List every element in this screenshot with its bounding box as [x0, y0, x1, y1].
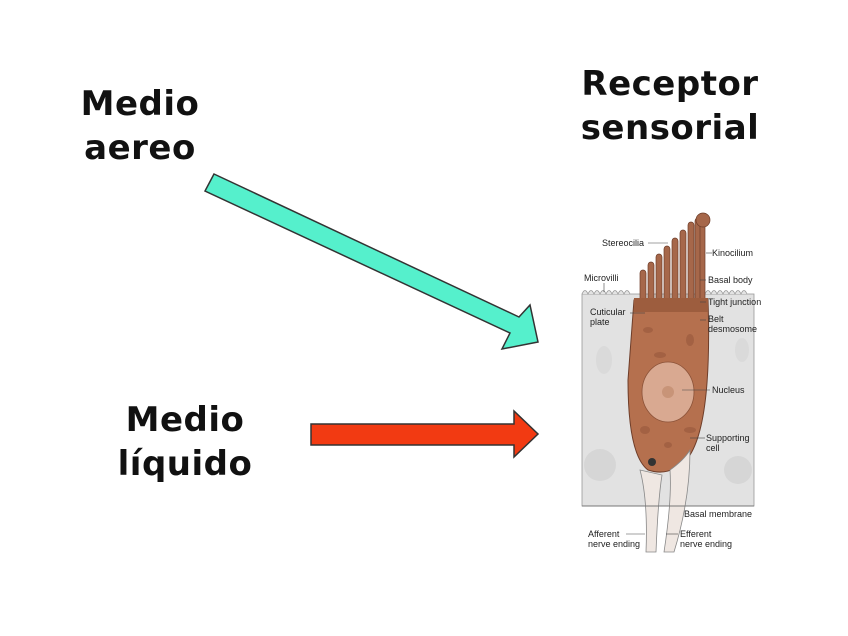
air-medium-label: Medio aereo — [70, 82, 210, 170]
label-efferent-2: nerve ending — [680, 539, 732, 549]
air-medium-line1: Medio — [80, 84, 200, 124]
label-tight-junction: Tight junction — [708, 297, 761, 307]
label-stereocilia: Stereocilia — [602, 238, 644, 248]
receptor-title-line1: Receptor — [581, 64, 759, 104]
tissue-blob — [584, 449, 616, 481]
air-arrow — [203, 173, 539, 351]
label-microvilli: Microvilli — [584, 273, 619, 283]
air-medium-line2: aereo — [84, 128, 196, 168]
label-kinocilium: Kinocilium — [712, 248, 753, 258]
tissue-blob — [596, 346, 612, 374]
label-basal-membrane: Basal membrane — [684, 509, 752, 519]
liquid-arrow — [310, 409, 540, 459]
label-afferent-2: nerve ending — [588, 539, 640, 549]
tissue-blob — [735, 338, 749, 362]
label-afferent-1: Afferent — [588, 529, 620, 539]
receptor-title: Receptor sensorial — [565, 62, 775, 150]
label-belt-desmosome-1: Belt — [708, 314, 724, 324]
leader-lines — [603, 242, 712, 535]
cuticular-plate — [634, 298, 708, 312]
hair-cell-illustration: Stereocilia Kinocilium Microvilli Basal … — [581, 212, 761, 553]
afferent-nerve — [639, 469, 663, 553]
liquid-medium-label: Medio líquido — [110, 398, 260, 486]
liquid-medium-line2: líquido — [117, 444, 253, 484]
microvilli — [581, 290, 748, 296]
synaptic-body — [648, 458, 656, 466]
label-basal-body: Basal body — [708, 275, 753, 285]
receptor-title-line2: sensorial — [580, 108, 760, 148]
tissue-blob — [724, 456, 752, 484]
kinocilium — [699, 221, 706, 303]
label-cuticular-plate-1: Cuticular — [590, 307, 626, 317]
label-cuticular-plate-2: plate — [590, 317, 610, 327]
label-belt-desmosome-2: desmosome — [708, 324, 757, 334]
label-supporting-cell-1: Supporting — [706, 433, 750, 443]
liquid-medium-line1: Medio — [125, 400, 245, 440]
kinocilium-tip — [695, 212, 711, 228]
label-nucleus: Nucleus — [712, 385, 745, 395]
nucleolus — [662, 386, 674, 398]
stereocilia-bundle — [639, 217, 702, 303]
label-efferent-1: Efferent — [680, 529, 712, 539]
cytoplasm-granules — [640, 327, 696, 448]
label-supporting-cell-2: cell — [706, 443, 720, 453]
